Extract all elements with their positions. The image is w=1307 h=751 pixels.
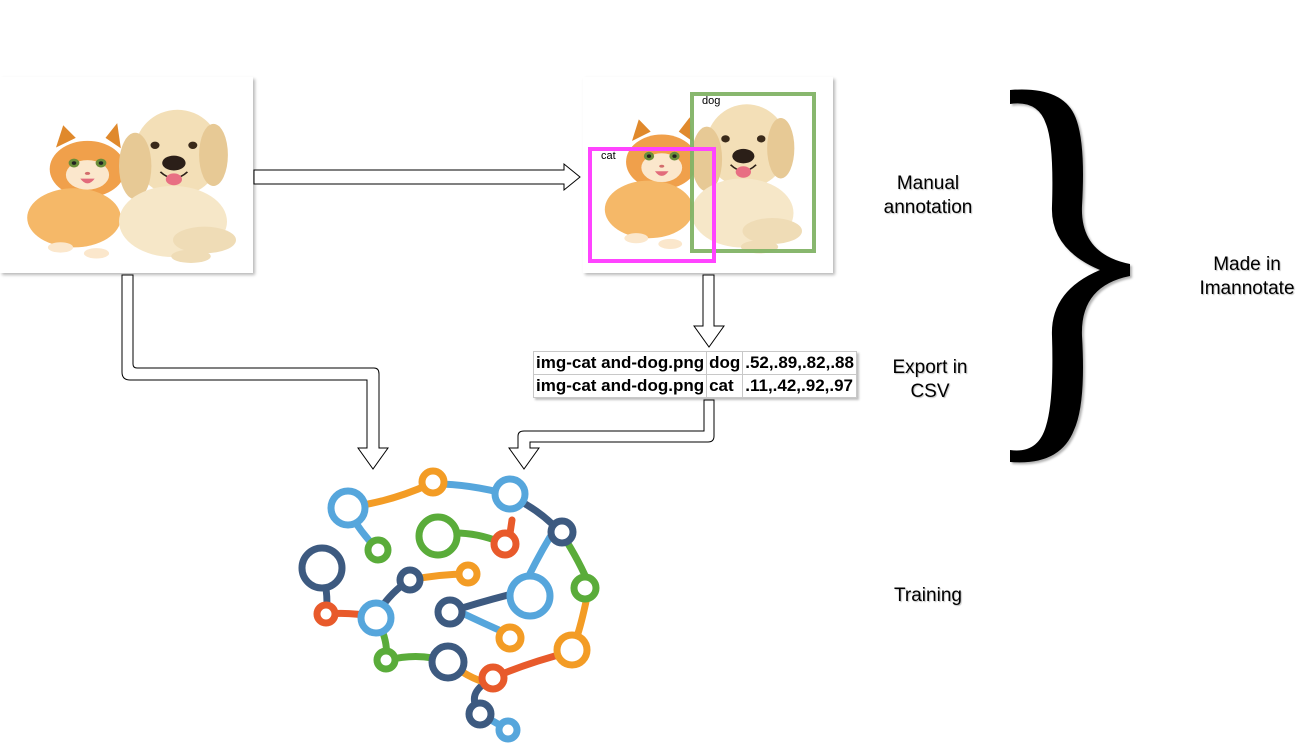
table-row: img-cat and-dog.png dog .52,.89,.82,.88 <box>532 351 857 375</box>
cat-box-label: cat <box>601 150 616 162</box>
source-image <box>0 77 253 273</box>
export-csv-label: Export in CSV <box>870 356 990 404</box>
made-in-label: Made in Imannotate <box>1187 253 1307 301</box>
arrow-image-to-training <box>121 274 389 470</box>
made-in-line-2: Imannotate <box>1199 278 1295 299</box>
arrow-to-csv <box>693 274 725 348</box>
export-csv-line-1: Export in <box>892 357 968 378</box>
arrow-csv-to-training <box>508 399 715 470</box>
brain-network-illustration <box>298 467 600 743</box>
csv-filename-cell: img-cat and-dog.png <box>532 351 708 375</box>
csv-class-cell: dog <box>706 351 744 375</box>
manual-annotation-line-1: Manual <box>896 173 960 194</box>
cat-and-dog-photo <box>26 108 237 264</box>
csv-class-cell: cat <box>706 374 744 398</box>
csv-coords-cell: .52,.89,.82,.88 <box>742 351 857 375</box>
arrow-to-annotation <box>253 162 581 192</box>
export-csv-line-2: CSV <box>910 381 950 402</box>
dog-box-label: dog <box>702 95 721 107</box>
manual-annotation-label: Manual annotation <box>868 172 988 220</box>
cat-bounding-box <box>588 147 716 263</box>
manual-annotation-line-2: annotation <box>883 197 973 218</box>
table-row: img-cat and-dog.png cat .11,.42,.92,.97 <box>532 374 857 398</box>
dog-bounding-box <box>690 92 816 253</box>
curly-brace <box>1010 89 1130 463</box>
made-in-line-1: Made in <box>1213 254 1281 275</box>
annotated-image <box>583 77 833 273</box>
csv-table: img-cat and-dog.png dog .52,.89,.82,.88 … <box>532 351 857 398</box>
csv-filename-cell: img-cat and-dog.png <box>532 374 708 398</box>
training-label: Training <box>894 585 962 606</box>
csv-coords-cell: .11,.42,.92,.97 <box>742 374 857 398</box>
